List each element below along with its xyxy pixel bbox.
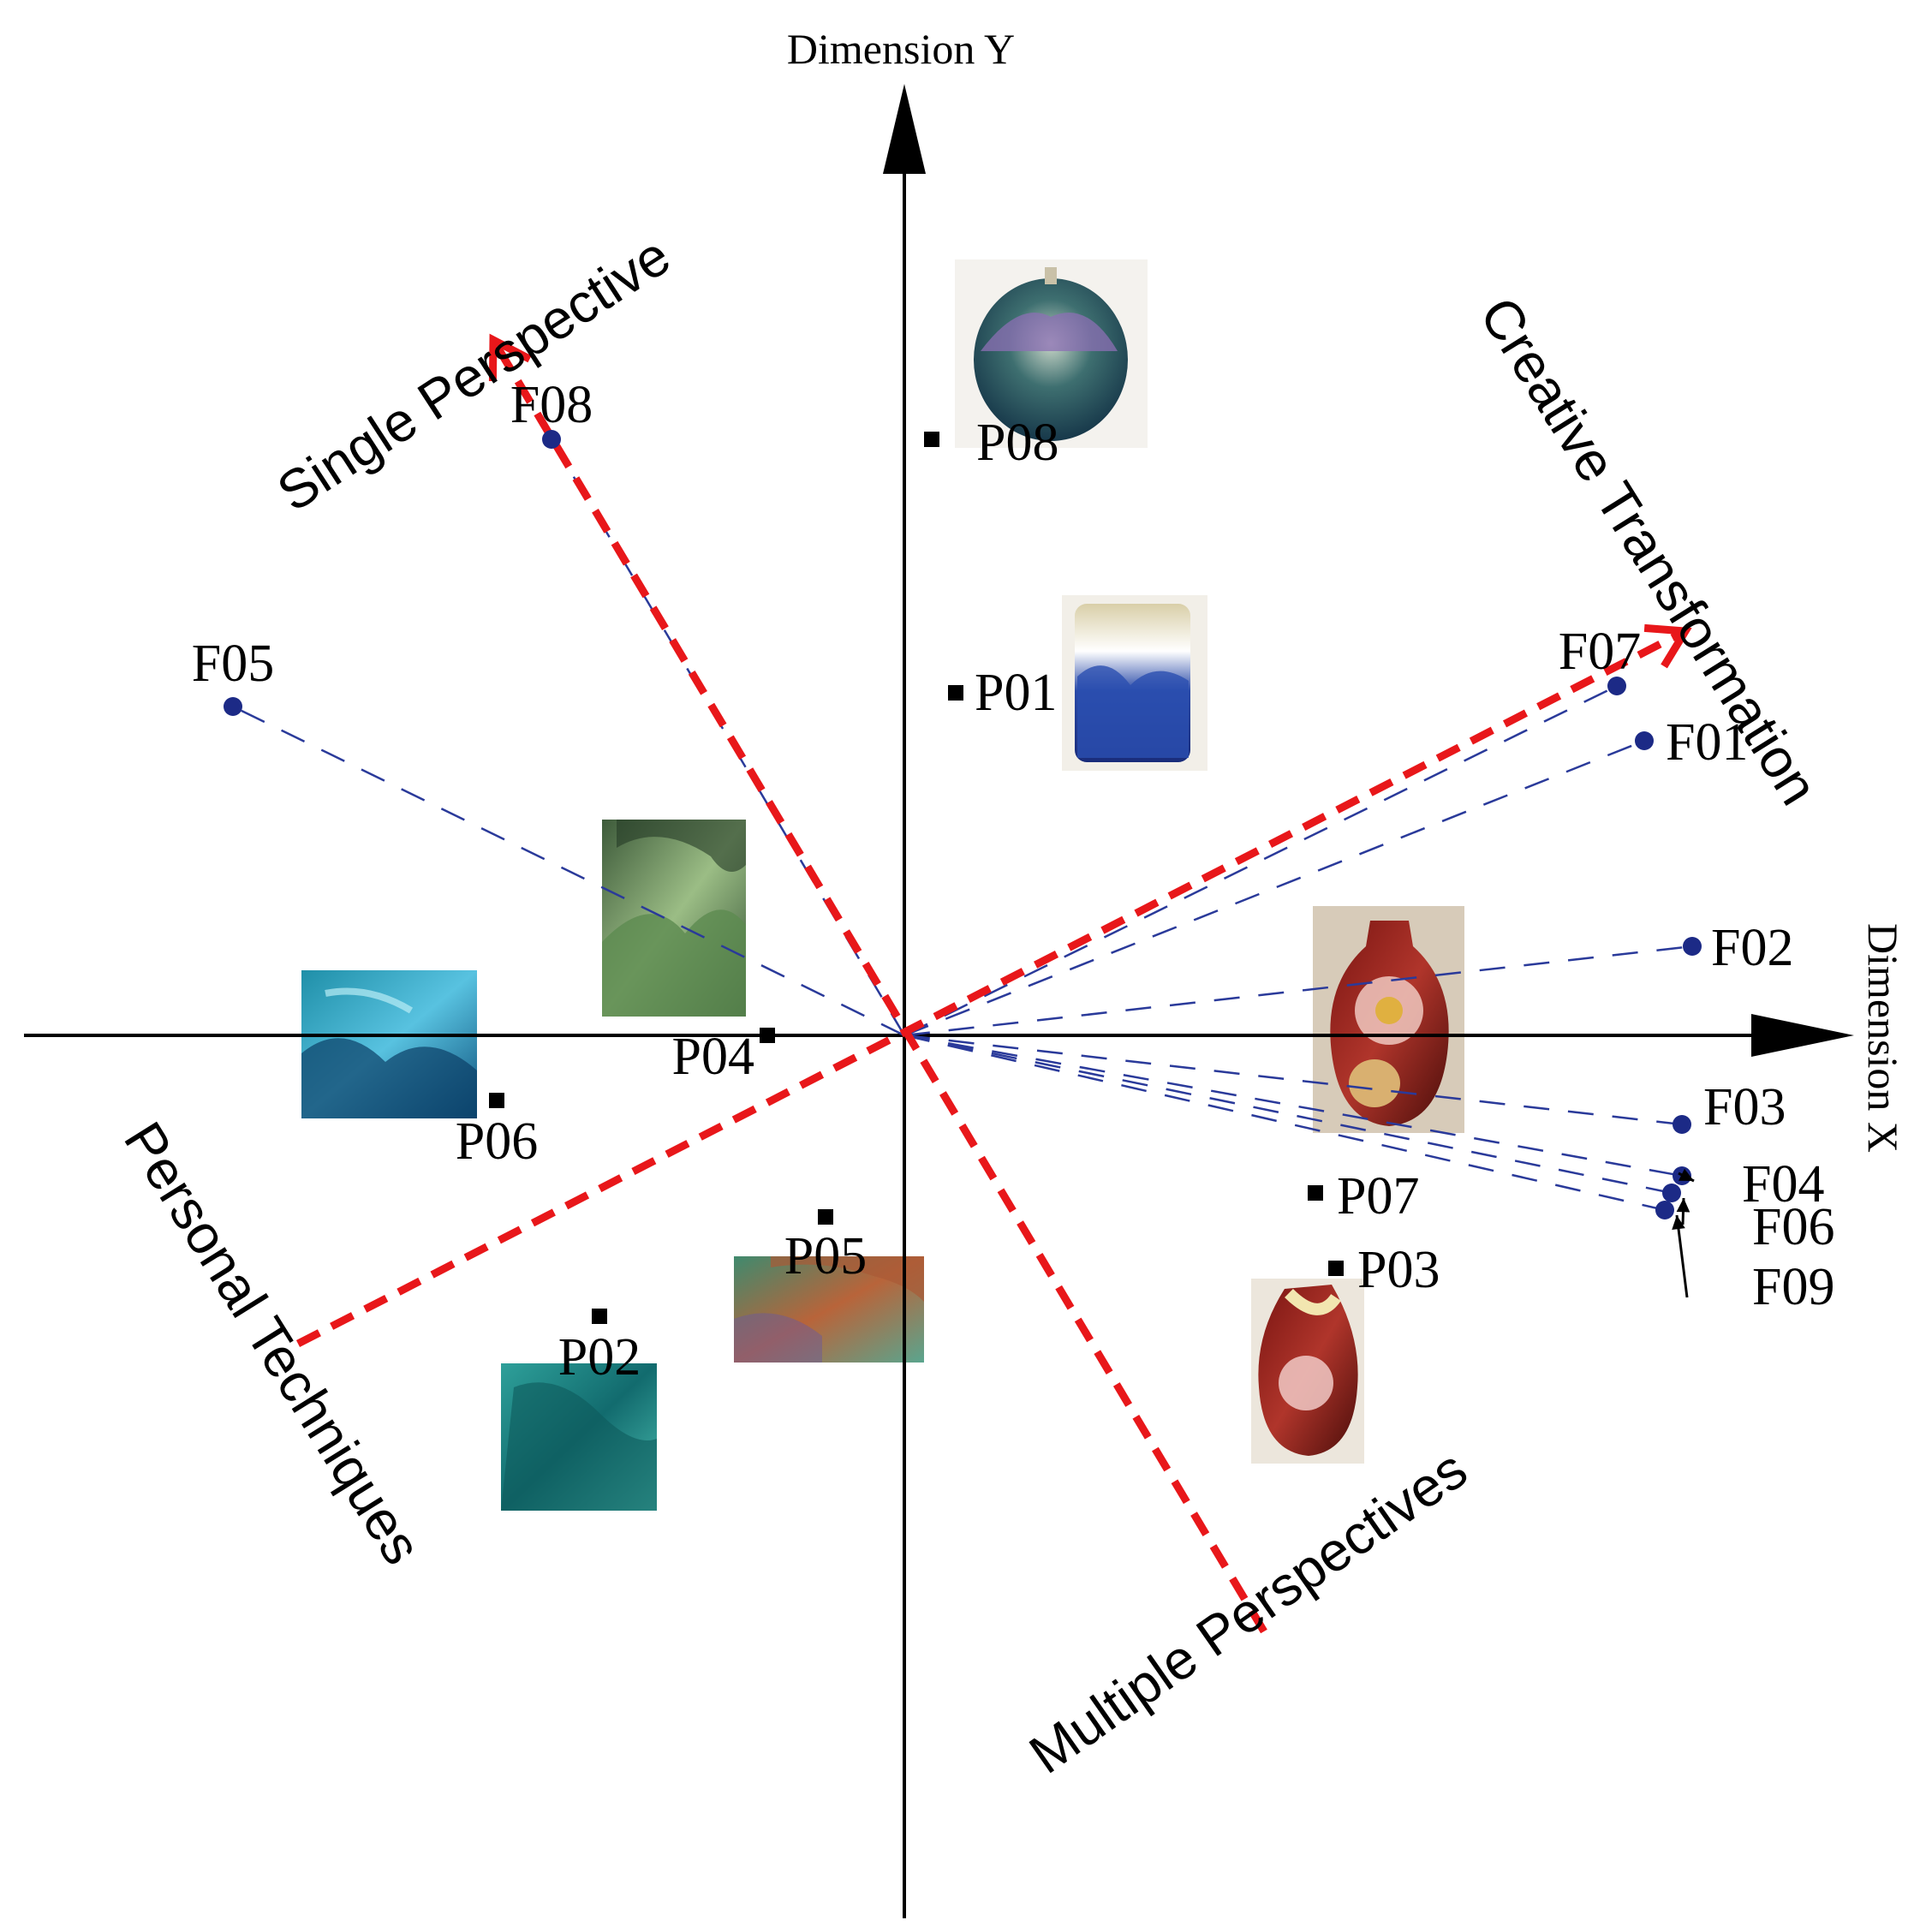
- project-marker-p03: [1328, 1261, 1344, 1276]
- feature-label-f03: F03: [1703, 1078, 1786, 1136]
- y-axis-title: Dimension Y: [787, 25, 1015, 73]
- project-marker-p04: [760, 1028, 775, 1043]
- loading-line-f03: [903, 1034, 1683, 1126]
- ceramic-vase-thumbnail: [955, 259, 1148, 448]
- feature-label-f01: F01: [1666, 713, 1748, 772]
- feature-marker-f02: [1683, 937, 1702, 956]
- loading-line-f05: [232, 705, 905, 1037]
- project-label-p03: P03: [1357, 1241, 1440, 1299]
- pointer-arrowhead-f04: [1679, 1168, 1694, 1181]
- project-label-p01: P01: [975, 664, 1057, 722]
- feature-label-f07: F07: [1559, 623, 1641, 681]
- artwork-thumbnails: [301, 259, 1464, 1511]
- loading-line-f01: [903, 739, 1645, 1037]
- project-label-p07: P07: [1337, 1167, 1419, 1225]
- project-marker-p06: [489, 1093, 504, 1108]
- project-marker-p05: [818, 1209, 833, 1225]
- feature-label-f08: F08: [510, 376, 593, 434]
- lotus-vase-thumbnail: [1313, 906, 1464, 1133]
- project-label-p06: P06: [456, 1112, 538, 1171]
- feature-marker-f09: [1655, 1201, 1674, 1219]
- feature-marker-f03: [1673, 1115, 1691, 1134]
- feature-label-f09: F09: [1752, 1258, 1834, 1316]
- project-marker-p01: [948, 685, 963, 701]
- direction-vector-single-perspective-arrowhead: [488, 333, 532, 382]
- direction-vectors: [295, 333, 1692, 1634]
- x-axis-arrowhead: [1751, 1014, 1854, 1057]
- feature-label-f02: F02: [1711, 919, 1793, 977]
- loading-line-f02: [903, 945, 1693, 1037]
- loading-line-f04: [903, 1034, 1683, 1178]
- direction-label-multiple-perspectives: Multiple Perspectives: [1018, 1438, 1478, 1786]
- red-lotus-vase-thumbnail: [1251, 1279, 1364, 1464]
- project-marker-p02: [592, 1309, 607, 1324]
- project-label-p04: P04: [672, 1028, 754, 1086]
- feature-loading-lines: [232, 438, 1693, 1212]
- feature-marker-f05: [224, 697, 242, 716]
- feature-marker-f07: [1607, 677, 1626, 695]
- project-label-p02: P02: [558, 1328, 641, 1386]
- loading-line-f07: [903, 684, 1618, 1037]
- feature-label-f06: F06: [1752, 1198, 1834, 1256]
- loading-line-f06: [903, 1034, 1673, 1195]
- y-axis-arrowhead: [883, 84, 926, 174]
- direction-vector-creative-transformation: [295, 627, 1688, 1348]
- feature-marker-f06: [1662, 1184, 1681, 1202]
- teal-painting-thumbnail: [501, 1363, 657, 1511]
- x-axis-title: Dimension X: [1859, 923, 1907, 1153]
- axes: [24, 84, 1854, 1918]
- direction-vector-single-perspective: [490, 337, 1267, 1634]
- blue-jar-thumbnail: [1062, 595, 1207, 771]
- direction-label-single-perspective: Single Perspective: [266, 224, 681, 523]
- pointer-arrowhead-f06: [1676, 1198, 1690, 1213]
- mountain-painting-thumbnail: [602, 820, 746, 1017]
- feature-marker-f08: [542, 430, 561, 449]
- feature-marker-f01: [1635, 731, 1654, 750]
- landscape-painting-thumbnail: [734, 1256, 924, 1363]
- project-marker-p08: [924, 432, 939, 447]
- project-label-p08: P08: [976, 414, 1058, 472]
- sea-painting-thumbnail: [301, 970, 477, 1118]
- pointer-arrowhead-f09: [1672, 1215, 1685, 1231]
- loading-line-f09: [903, 1034, 1666, 1212]
- project-label-p05: P05: [784, 1227, 867, 1285]
- feature-label-f04: F04: [1742, 1155, 1824, 1213]
- direction-label-personal-techniques: Personal Techniques: [112, 1112, 433, 1575]
- feature-label-f05: F05: [192, 635, 274, 693]
- direction-vector-creative-transformation-arrowhead: [1643, 623, 1692, 669]
- project-marker-p07: [1308, 1185, 1323, 1201]
